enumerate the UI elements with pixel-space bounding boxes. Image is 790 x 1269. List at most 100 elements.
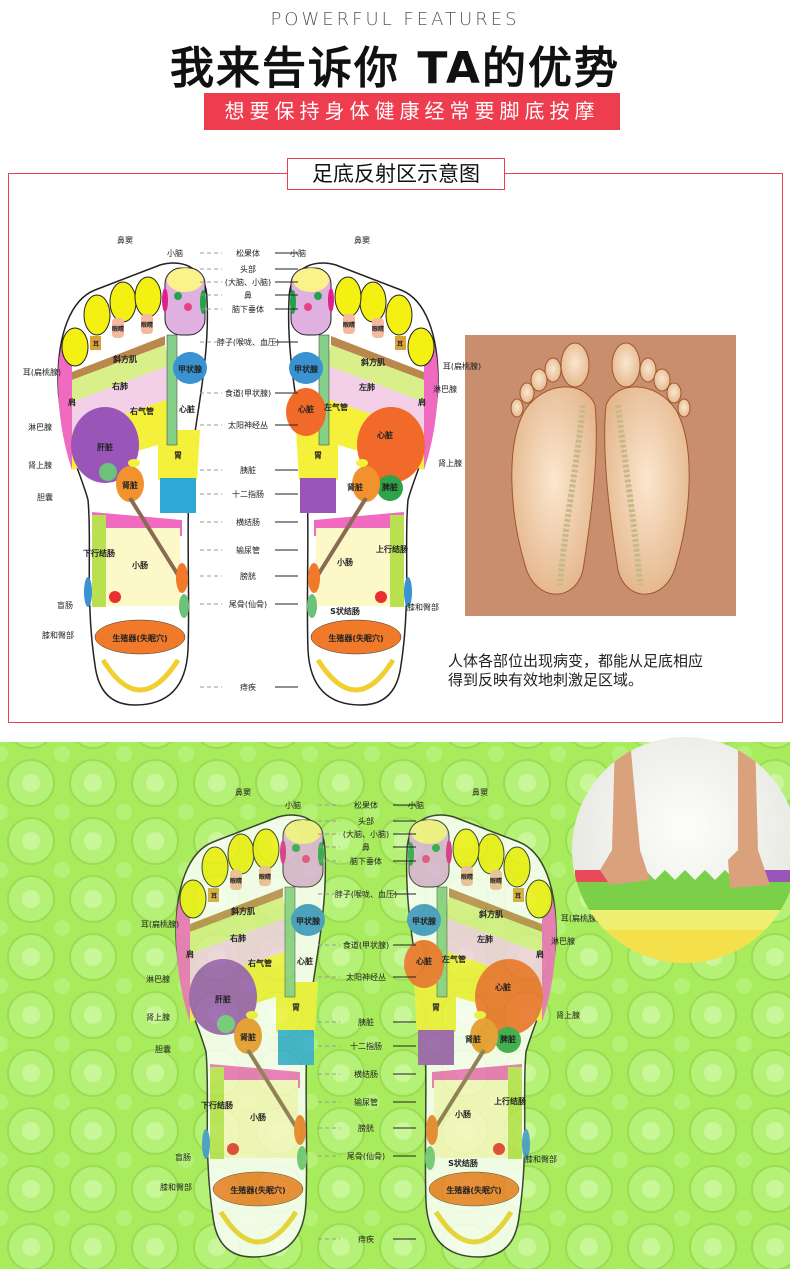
toe-base-band xyxy=(331,336,424,380)
left-outer-label: 小脑 xyxy=(285,800,301,810)
center-label: 胰脏 xyxy=(358,1017,374,1027)
liver-zone xyxy=(71,407,139,483)
right-zone-label: 脾脏 xyxy=(381,482,398,492)
left-zone-label: 斜方肌 xyxy=(230,906,255,916)
center-label: 膀胱 xyxy=(240,571,256,581)
right-foot xyxy=(286,262,439,706)
center-label: 横结肠 xyxy=(354,1069,378,1079)
thyroid-zone xyxy=(289,352,323,384)
adrenal-zone xyxy=(128,459,140,467)
left-zone-label: 胃 xyxy=(292,1003,300,1012)
toe-3 xyxy=(109,281,137,323)
left-zone-label: 甲状腺 xyxy=(178,364,203,374)
right-zone-label: 耳 xyxy=(397,340,403,348)
gallbladder-zone xyxy=(99,463,117,481)
toe-5 xyxy=(179,879,207,919)
chart-section-title: 足底反射区示意图 xyxy=(287,158,505,190)
left-outer-label: 肾上腺 xyxy=(28,460,52,470)
left-outer-label: 淋巴腺 xyxy=(28,422,52,432)
right-outer-label: 膝和臀部 xyxy=(407,602,439,612)
center-label: 胰脏 xyxy=(240,465,256,475)
big-toe-green xyxy=(200,290,206,314)
stomach-zone xyxy=(414,982,456,1032)
colon-zone xyxy=(92,515,106,607)
kidney-zone xyxy=(116,466,144,502)
right-zone-label: 眼睛 xyxy=(372,325,384,333)
trapezius-zone xyxy=(444,897,542,954)
left-outer-label: 鼻窦 xyxy=(117,235,133,245)
center-label: 松果体 xyxy=(354,800,378,810)
ureter-line xyxy=(316,496,368,577)
pineal-dot xyxy=(432,844,440,852)
bladder-zone xyxy=(176,563,188,593)
right-zone-label: 胃 xyxy=(314,451,322,460)
center-label: 食道(甲状腺) xyxy=(343,940,389,950)
mat-reflexology-diagram: 松果体头部(大脑、小脑)鼻脑下垂体脖子(喉咙、血压)食道(甲状腺)太阳神经丛胰脏… xyxy=(141,787,599,1258)
caption-line-1: 人体各部位出现病变，都能从足底相应 xyxy=(448,652,704,670)
chart-caption: 人体各部位出现病变，都能从足底相应 得到反映有效地刺激足区域。 xyxy=(448,652,703,690)
colon-zone xyxy=(210,1067,224,1159)
big-toe-tip xyxy=(167,268,203,292)
liver-zone xyxy=(357,407,425,483)
trapezius-zone xyxy=(72,345,170,402)
right-outer-label: 小脑 xyxy=(408,800,424,810)
hemorrhoid-arc xyxy=(218,1210,299,1245)
toe-3 xyxy=(227,833,255,875)
gallbladder-zone xyxy=(217,1015,235,1033)
right-zone-label: 小肠 xyxy=(336,557,353,567)
left-outer-label: 胆囊 xyxy=(155,1044,171,1054)
knee-zone xyxy=(202,1129,210,1159)
left-zone-label: 下行结肠 xyxy=(83,548,115,558)
left-zone-label: 小肠 xyxy=(249,1112,266,1122)
center-label: 鼻 xyxy=(362,842,370,852)
shoulder-zone xyxy=(542,882,556,1022)
knee-zone xyxy=(84,577,92,607)
eye-zone-1 xyxy=(112,318,124,338)
shoulder-zone xyxy=(176,882,190,1022)
right-zone-label: 脾脏 xyxy=(499,1034,516,1044)
esophagus-zone xyxy=(166,334,178,446)
eye-zone-2 xyxy=(259,866,271,886)
left-outer-label: 肾上腺 xyxy=(146,1012,170,1022)
right-zone-label: 左肺 xyxy=(476,934,493,944)
colon-zone xyxy=(508,1067,522,1159)
pineal-dot xyxy=(292,844,300,852)
left-zone-label: 生殖器(失眠穴) xyxy=(230,1185,285,1195)
coccyx-zone xyxy=(179,594,189,618)
ear-zone xyxy=(208,888,219,902)
foot-anatomy-photo xyxy=(465,335,736,616)
left-outer-label: 淋巴腺 xyxy=(146,974,170,984)
left-zone-label: 右肺 xyxy=(111,381,128,391)
eye-zone-2 xyxy=(141,314,153,334)
ear-zone xyxy=(90,336,101,350)
duodenum-zone xyxy=(160,478,196,513)
bladder-zone xyxy=(308,563,320,593)
toe-base-band xyxy=(72,336,165,380)
genital-zone xyxy=(94,619,186,655)
right-zone-label: 肾脏 xyxy=(465,1034,481,1044)
toe-2 xyxy=(134,276,162,318)
page-title: 我来告诉你 TA的优势 xyxy=(170,43,620,94)
lung-zone xyxy=(190,917,290,984)
right-outer-label: 鼻窦 xyxy=(472,787,488,797)
left-outer-label: 盲肠 xyxy=(57,600,73,610)
center-label: 尾骨(仙骨) xyxy=(347,1151,385,1161)
right-zone-label: 眼睛 xyxy=(343,321,355,329)
left-zone-label: 眼睛 xyxy=(259,873,271,881)
right-zone-label: 斜方肌 xyxy=(478,909,503,919)
small-intestine-zone xyxy=(224,1080,298,1158)
hemorrhoid-arc xyxy=(315,658,396,693)
kidney-zone xyxy=(234,1018,262,1054)
thyroid-zone xyxy=(407,904,441,936)
appendix-dot xyxy=(493,1143,505,1155)
right-zone-label: S状结肠 xyxy=(448,1158,478,1168)
right-zone-label: 心脏 xyxy=(416,956,432,966)
left-zone-label: 胃 xyxy=(174,451,182,460)
center-label: 太阳神经丛 xyxy=(228,420,268,430)
big-toe-tip xyxy=(293,268,329,292)
right-zone-label: 甲状腺 xyxy=(294,364,319,374)
left-zone-label: 耳 xyxy=(211,892,217,900)
toe-2 xyxy=(334,276,362,318)
eye-zone-2 xyxy=(343,314,355,334)
